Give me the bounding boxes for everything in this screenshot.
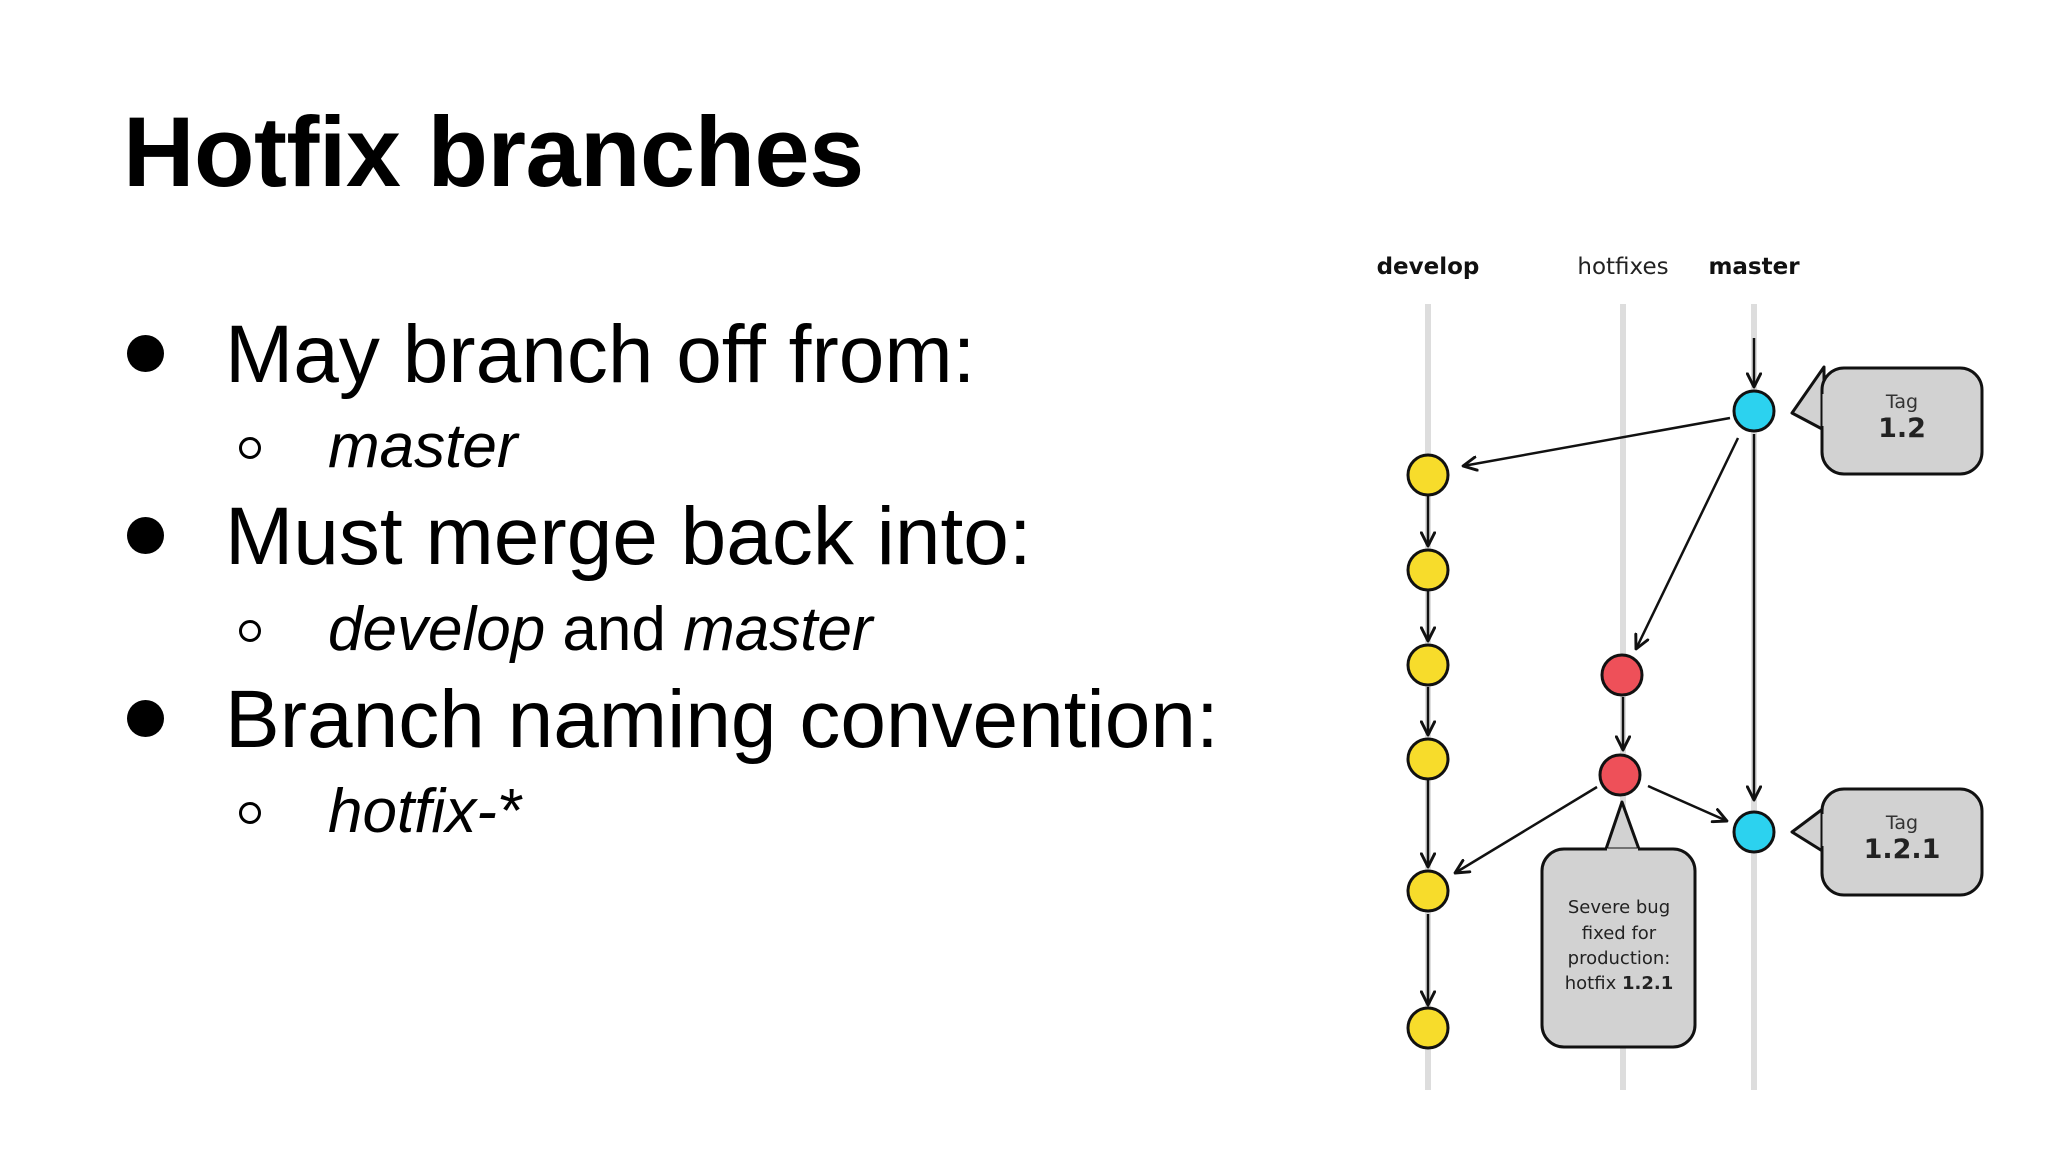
sub-bullet-text-develop: develop (328, 595, 546, 664)
sub-bullet-text: master (328, 412, 518, 481)
master-commit-1-2 (1732, 389, 1776, 433)
hotfix-to-develop-arrow (1455, 785, 1598, 873)
bullet-branch-off: May branch off from: (127, 308, 976, 402)
bullet-text: Branch naming convention: (225, 674, 1219, 765)
sub-bullet-develop-master: develop and master (239, 594, 873, 665)
sub-bullet-master: master (239, 411, 518, 482)
hotfix-diagram: develop hotfixes master Tag 1.2 Tag (1377, 254, 1984, 1090)
master-commit-1-2-1 (1732, 810, 1776, 854)
bullet-dot (127, 335, 164, 372)
note-line: Severe bug (1568, 897, 1670, 918)
bullet-list: May branch off from: master Must merge b… (127, 308, 1219, 847)
hotfix-commit (1600, 653, 1644, 697)
sub-bullet-text-and: and (545, 595, 684, 664)
bullet-text: May branch off from: (225, 309, 976, 400)
hotfix-note-callout: Severe bug fixed for production: hotfix … (1540, 800, 1697, 1049)
tag-version: 1.2.1 (1864, 834, 1941, 865)
tag-1-2-callout: Tag 1.2 (1790, 365, 1984, 476)
tag-label: Tag (1885, 391, 1918, 413)
tag-version: 1.2 (1878, 413, 1926, 444)
master-to-hotfix-arrow (1636, 437, 1740, 649)
develop-commit (1406, 548, 1450, 592)
hotfix-commit (1598, 753, 1642, 797)
bullet-dot (127, 517, 164, 554)
sub-bullet-circle (239, 802, 261, 824)
sub-bullet-text-master: master (683, 595, 873, 664)
master-label: master (1708, 254, 1800, 280)
note-line: production: (1568, 948, 1671, 969)
develop-commit (1406, 643, 1450, 687)
tag-label: Tag (1885, 812, 1918, 834)
bullet-dot (127, 700, 164, 737)
bullet-naming: Branch naming convention: (127, 673, 1219, 767)
develop-label: develop (1377, 254, 1480, 280)
tag-1-2-1-callout: Tag 1.2.1 (1790, 787, 1984, 897)
note-line-version: hotfix 1.2.1 (1565, 973, 1673, 994)
sub-bullet-text: hotfix-* (328, 777, 521, 846)
develop-commit (1406, 1006, 1450, 1050)
note-line: fixed for (1582, 923, 1657, 944)
note-hotfix-version: 1.2.1 (1622, 973, 1673, 994)
develop-commit-merge (1406, 869, 1450, 913)
sub-bullet-circle (239, 620, 261, 642)
hotfixes-label: hotfixes (1577, 254, 1668, 280)
bullet-merge-back: Must merge back into: (127, 490, 1032, 584)
develop-commit (1406, 453, 1450, 497)
slide-title: Hotfix branches (123, 96, 864, 207)
sub-bullet-hotfix: hotfix-* (239, 776, 521, 847)
master-to-develop-arrow (1463, 416, 1731, 466)
note-hotfix-word: hotfix (1565, 973, 1617, 994)
develop-commit (1406, 737, 1450, 781)
sub-bullet-circle (239, 437, 261, 459)
hotfix-to-master-arrow (1647, 784, 1727, 821)
bullet-text: Must merge back into: (225, 491, 1032, 582)
